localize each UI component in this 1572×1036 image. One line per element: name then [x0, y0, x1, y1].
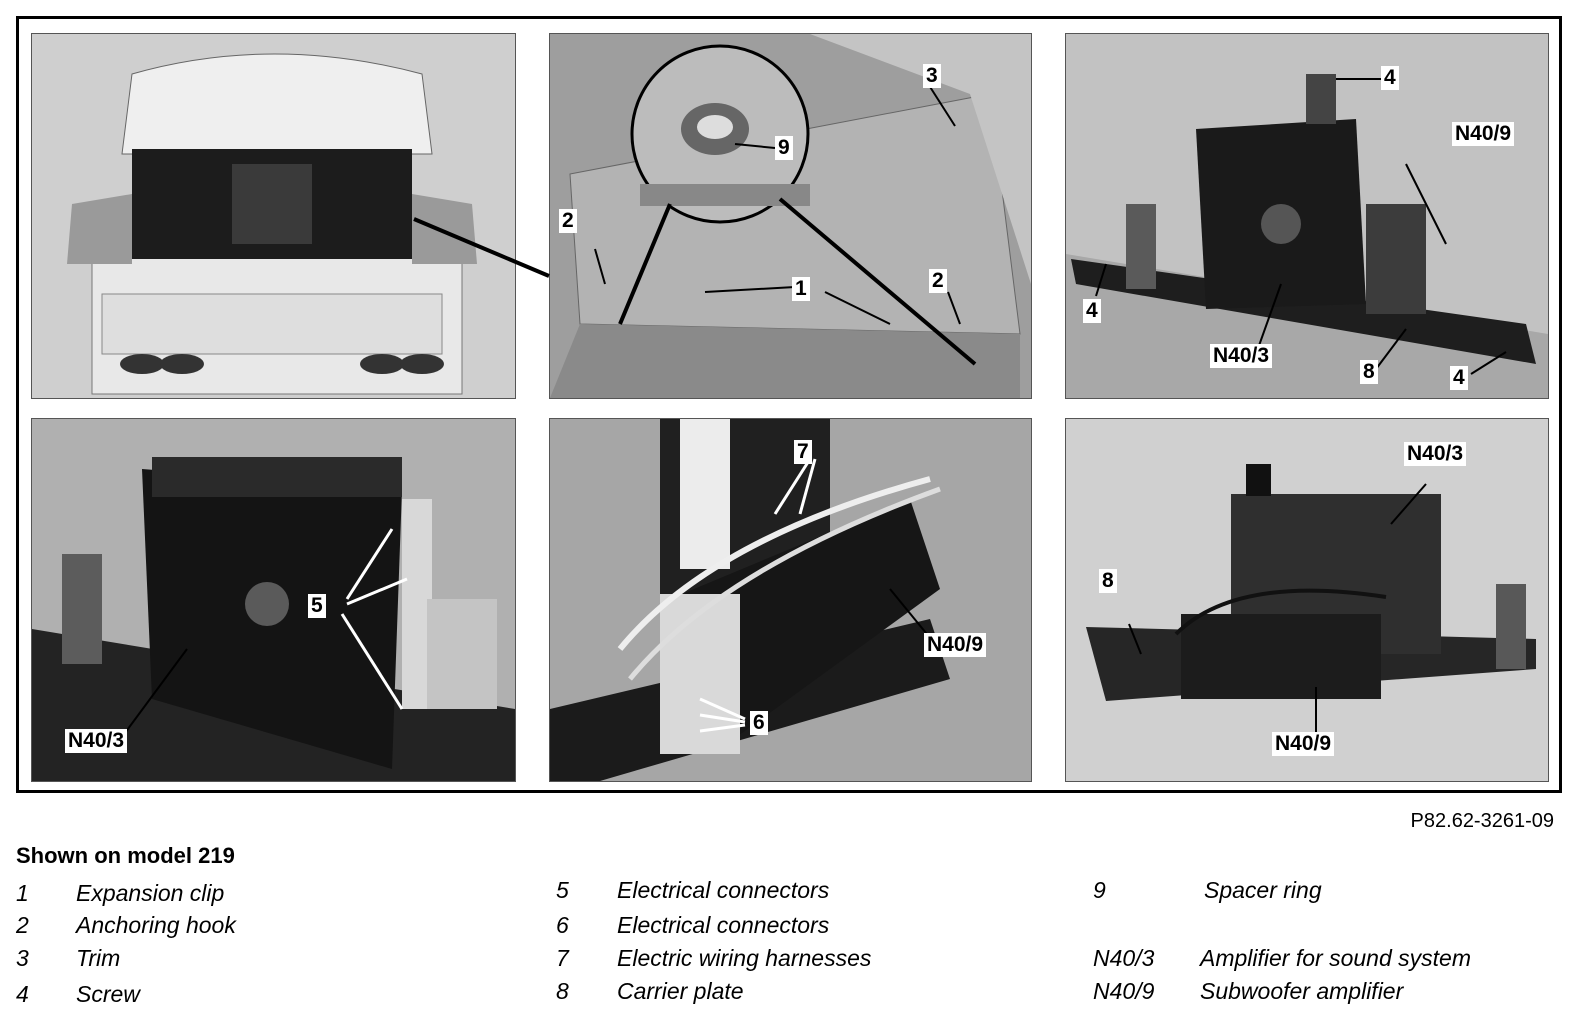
legend-number: 9: [1093, 877, 1106, 903]
panel-rear-view: [31, 33, 516, 399]
removed-assembly-illustration: [1066, 419, 1548, 781]
figure-frame: 3 9 2 1 2 4 N40/9 4 N40/3 8 4 5 N40/3 7 …: [16, 16, 1562, 793]
legend-text: Spacer ring: [1204, 877, 1322, 903]
legend-text: Trim: [76, 945, 121, 971]
callout-7: 7: [794, 440, 812, 464]
legend-item: 5 Electrical connectors: [556, 877, 1056, 907]
legend-text: Carrier plate: [617, 978, 744, 1004]
legend-item: 4 Screw: [16, 981, 496, 1011]
legend-number: 5: [556, 877, 569, 903]
legend-number: 1: [16, 880, 29, 906]
callout-n40-3: N40/3: [65, 729, 128, 753]
panel-removed-assembly: [1065, 418, 1549, 782]
callout-n40-9: N40/9: [924, 633, 987, 657]
panel-amplifier-mounted: [1065, 33, 1549, 399]
callout-3: 3: [923, 64, 941, 88]
amplifier-connectors-illustration: [32, 419, 515, 781]
legend-item: 7 Electric wiring harnesses: [556, 945, 1056, 975]
legend-item: 1 Expansion clip: [16, 880, 496, 910]
callout-4: 4: [1450, 366, 1468, 390]
callout-5: 5: [308, 594, 326, 618]
figure-reference-code: P82.62-3261-09: [1410, 810, 1554, 832]
legend-number: 8: [556, 978, 569, 1004]
callout-n40-3: N40/3: [1210, 344, 1273, 368]
legend-number: N40/3: [1093, 945, 1155, 971]
callout-9: 9: [775, 136, 793, 160]
panel-amplifier-connectors: [31, 418, 516, 782]
legend-item: 9 Spacer ring: [1093, 877, 1563, 907]
pointer-line: [413, 217, 550, 278]
legend-number: 3: [16, 945, 29, 971]
legend-item: N40/9 Subwoofer amplifier: [1093, 978, 1563, 1008]
trunk-trim-illustration: [550, 34, 1031, 398]
legend-text: Expansion clip: [76, 880, 225, 906]
legend-text: Subwoofer amplifier: [1200, 978, 1404, 1004]
legend-number: N40/9: [1093, 978, 1155, 1004]
legend-text: Screw: [76, 981, 140, 1007]
callout-6: 6: [750, 711, 768, 735]
panel-subwoofer-amp-connectors: [549, 418, 1032, 782]
legend-item: 3 Trim: [16, 945, 496, 975]
callout-2: 2: [559, 209, 577, 233]
callout-1: 1: [792, 277, 810, 301]
legend-text: Anchoring hook: [76, 912, 236, 938]
amplifier-mounted-illustration: [1066, 34, 1548, 398]
legend-number: 7: [556, 945, 569, 971]
callout-n40-9: N40/9: [1272, 732, 1335, 756]
caption-title: Shown on model 219: [16, 843, 235, 868]
legend-number: 2: [16, 912, 29, 938]
legend-item: 2 Anchoring hook: [16, 912, 496, 942]
callout-4: 4: [1083, 299, 1101, 323]
legend-item: 8 Carrier plate: [556, 978, 1056, 1008]
callout-n40-9: N40/9: [1452, 122, 1515, 146]
subwoofer-amp-illustration: [550, 419, 1031, 781]
legend-item: N40/3 Amplifier for sound system: [1093, 945, 1563, 975]
legend-number: 4: [16, 981, 29, 1007]
legend-text: Electrical connectors: [617, 912, 830, 938]
legend-text: Electric wiring harnesses: [617, 945, 872, 971]
callout-8: 8: [1099, 569, 1117, 593]
callout-8: 8: [1360, 360, 1378, 384]
vehicle-rear-illustration: [32, 34, 515, 398]
legend-text: Electrical connectors: [617, 877, 830, 903]
callout-n40-3: N40/3: [1404, 442, 1467, 466]
legend-number: 6: [556, 912, 569, 938]
legend-text: Amplifier for sound system: [1200, 945, 1471, 971]
callout-2: 2: [929, 269, 947, 293]
callout-4: 4: [1381, 66, 1399, 90]
legend-item: 6 Electrical connectors: [556, 912, 1056, 942]
panel-trunk-trim: [549, 33, 1032, 399]
